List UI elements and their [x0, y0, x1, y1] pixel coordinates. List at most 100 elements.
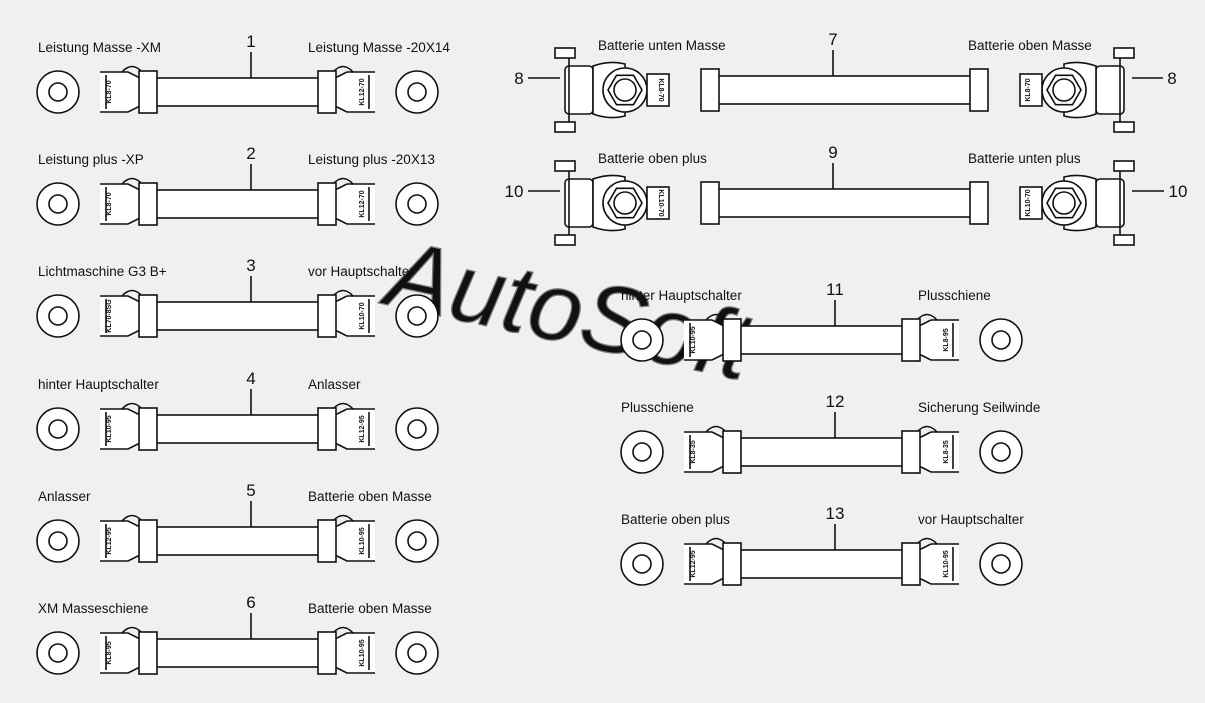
left-label: Leistung Masse -XM	[38, 40, 161, 55]
bolt-nut	[1113, 234, 1135, 246]
lug-eye	[979, 542, 1023, 586]
lug-stamp: KL10-95	[690, 326, 697, 353]
ferrule-sleeve	[700, 181, 720, 225]
lug-stamp: KL8-70	[657, 78, 664, 101]
right-label: Anlasser	[308, 377, 361, 392]
lug-bolt-hole	[632, 442, 652, 462]
ferrule-sleeve	[317, 294, 337, 338]
bolt-head	[1113, 47, 1135, 59]
lug-bolt-hole	[48, 306, 68, 326]
ferrule-sleeve	[138, 294, 158, 338]
ferrule-sleeve	[317, 70, 337, 114]
ferrule-sleeve	[969, 181, 989, 225]
bolt-head	[554, 47, 576, 59]
lug-stamp: KL12-70	[359, 190, 366, 217]
right-ring-lug: KL10-95	[323, 514, 439, 563]
right-ring-lug: KL12-70	[323, 177, 439, 226]
left-pole-clamp: KL10-70	[554, 160, 670, 246]
ferrule-sleeve	[700, 68, 720, 112]
cable-body	[709, 188, 980, 218]
lug-bolt-hole	[407, 82, 427, 102]
right-ring-lug: KL12-95	[323, 402, 439, 451]
clamp-barrel	[646, 73, 670, 107]
lug-bolt-hole	[48, 194, 68, 214]
lug-stamp: KL10-95	[943, 550, 950, 577]
clamp-callout-10: 10	[505, 182, 560, 201]
lug-stamp: KL12-95	[690, 550, 697, 577]
lug-stamp: KL12-95	[106, 527, 113, 554]
cable-number: 4	[246, 369, 255, 388]
lug-bolt-hole	[407, 531, 427, 551]
cable-number: 11	[826, 280, 844, 299]
right-ring-lug: KL12-70	[323, 65, 439, 114]
bolt-head	[1113, 160, 1135, 172]
left-pole-clamp: KL8-70	[554, 47, 670, 133]
right-label: Sicherung Seilwinde	[918, 400, 1040, 415]
right-label: Batterie oben Masse	[308, 489, 432, 504]
cable-number: 7	[828, 30, 837, 49]
right-ring-lug: KL8-95	[907, 313, 1023, 362]
bolt-nut	[554, 234, 576, 246]
lug-eye	[395, 294, 439, 338]
left-ring-lug: KL8-95	[36, 626, 146, 675]
ferrule-sleeve	[969, 68, 989, 112]
lug-eye	[36, 631, 80, 675]
lug-bolt-hole	[407, 306, 427, 326]
cable-3: Lichtmaschine G3 B+vor Hauptschalter3KL7…	[36, 256, 439, 338]
cable-body	[147, 526, 328, 556]
cable-body	[731, 325, 912, 355]
cable-body	[147, 414, 328, 444]
cable-number: 3	[246, 256, 255, 275]
right-ring-lug: KL10-95	[907, 537, 1023, 586]
lug-stamp: KL8-95	[943, 328, 950, 351]
ferrule-sleeve	[138, 407, 158, 451]
lug-eye	[979, 318, 1023, 362]
callout-number: 8	[514, 69, 523, 88]
bolt-head	[554, 160, 576, 172]
ferrule-sleeve	[722, 430, 742, 474]
lug-bolt-hole	[48, 531, 68, 551]
lug-bolt-hole	[48, 419, 68, 439]
lug-stamp: KL8-70	[106, 80, 113, 103]
left-ring-lug: KL12-95	[36, 514, 146, 563]
ferrule-sleeve	[138, 182, 158, 226]
lug-eye	[979, 430, 1023, 474]
ferrule-sleeve	[317, 519, 337, 563]
lug-stamp: KL8-35	[690, 440, 697, 463]
clamp-barrel	[1019, 73, 1043, 107]
ferrule-sleeve	[901, 430, 921, 474]
left-label: Plusschiene	[621, 400, 694, 415]
right-ring-lug: KL10-70	[323, 289, 439, 338]
left-label: Batterie oben plus	[598, 151, 707, 166]
ferrule-sleeve	[317, 407, 337, 451]
ferrule-sleeve	[901, 318, 921, 362]
left-ring-lug: KL10-95	[620, 313, 730, 362]
left-label: hinter Hauptschalter	[38, 377, 159, 392]
left-ring-lug: KL12-95	[620, 537, 730, 586]
ferrule-sleeve	[317, 182, 337, 226]
left-ring-lug: KL8-35	[620, 425, 730, 474]
left-label: XM Masseschiene	[38, 601, 148, 616]
left-label: hinter Hauptschalter	[621, 288, 742, 303]
lug-eye	[620, 318, 664, 362]
lug-eye	[395, 407, 439, 451]
lug-stamp: KL8-70	[106, 192, 113, 215]
left-label: Batterie unten Masse	[598, 38, 726, 53]
right-label: Leistung plus -20X13	[308, 152, 435, 167]
lug-eye	[36, 70, 80, 114]
lug-stamp: KL12-70	[359, 78, 366, 105]
cable-number: 2	[246, 144, 255, 163]
nut-bore	[613, 191, 637, 215]
right-label: Batterie unten plus	[968, 151, 1081, 166]
bolt-nut	[554, 121, 576, 133]
callout-number: 10	[505, 182, 524, 201]
clamp-barrel	[646, 186, 670, 220]
